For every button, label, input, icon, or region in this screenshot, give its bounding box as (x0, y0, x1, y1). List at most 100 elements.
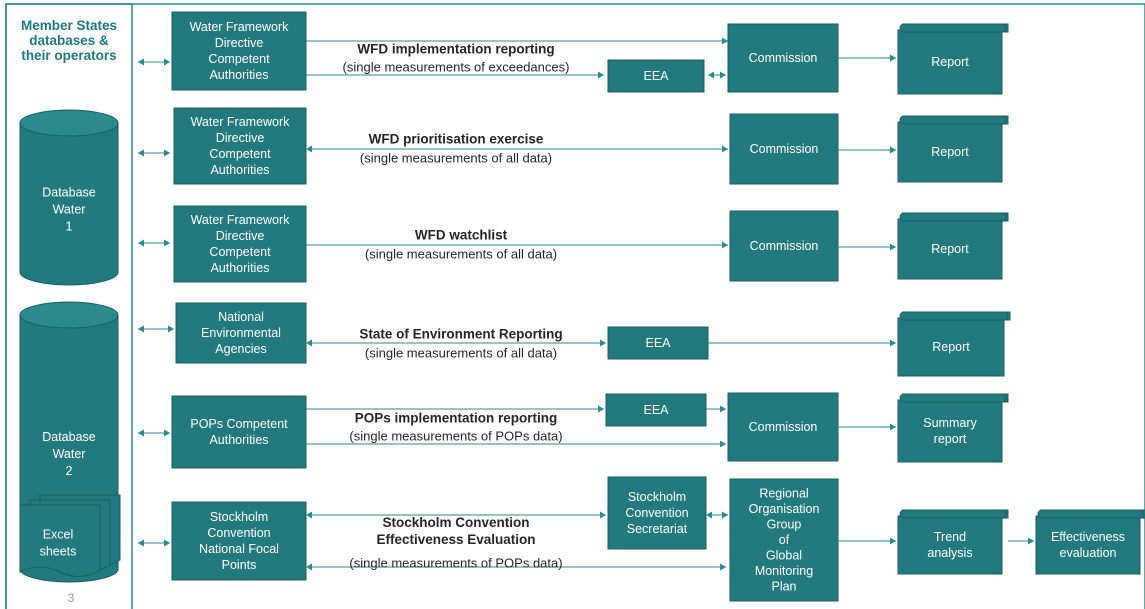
row3-authority-box-label: Competent (209, 245, 271, 259)
row2-authority-box-label: Water Framework (191, 115, 291, 129)
row3-arrow-head (722, 241, 728, 249)
row6-trend-scroll (897, 509, 1009, 575)
row5-eea-box-label: EEA (643, 403, 669, 417)
row4-db-arrow-head (168, 325, 174, 333)
row1-report-scroll (897, 23, 1009, 95)
row6-authority-box-label: Points (222, 558, 257, 572)
row3-db-arrow-tail (138, 239, 144, 247)
row3-authority-box-label: Directive (216, 229, 265, 243)
excel-sheets-label: Excel (43, 528, 74, 542)
excel-sheet-front (19, 504, 101, 577)
row1-authority-box-label: Directive (215, 36, 264, 50)
row6-trend-scroll-top (899, 509, 1007, 519)
row5-commission-box-label: Commission (749, 420, 818, 434)
row6-title: Effectiveness Evaluation (376, 532, 535, 547)
database-water-1-label: Water (53, 203, 86, 217)
database-water-1-label: 1 (66, 220, 73, 234)
row4-authority-box-label: National (218, 310, 264, 324)
database-water-1-top (19, 109, 119, 137)
row3-authority-box-label: Water Framework (191, 213, 291, 227)
row1-top-arrow-head (722, 37, 728, 45)
row6-secretariat-arrow-head (722, 511, 728, 519)
row6-eval-scroll-label: Effectiveness (1051, 530, 1125, 544)
row4-db-arrow-tail (138, 325, 144, 333)
row6-authority-box-label: National Focal (199, 542, 279, 556)
row1-eea-arrow-tail (708, 71, 714, 79)
row2-commission-box-label: Commission (750, 142, 819, 156)
row6-rogmp-box-label: Global (766, 549, 802, 563)
row3-db-arrow-head (164, 239, 170, 247)
row1-authority-box-label: Water Framework (190, 20, 290, 34)
row2-commission-box (729, 113, 839, 185)
row2-db-arrow-tail (138, 149, 144, 157)
row3-commission-box-label: Commission (750, 239, 819, 253)
row5-report-scroll-label: Summary (923, 416, 977, 430)
row2-arrow-tail (306, 145, 312, 153)
row5-authority-box-label: Authorities (209, 433, 268, 447)
row6-secretariat-box-label: Convention (625, 506, 688, 520)
row1-title: WFD implementation reporting (357, 42, 554, 57)
row6-bottom-arrow-head (720, 563, 726, 571)
row3-report-scroll-label: Report (931, 242, 969, 256)
row6-secretariat-arrow-tail (706, 511, 712, 519)
row6-trend-arrow-head (890, 537, 896, 545)
row5-title: POPs implementation reporting (355, 411, 558, 426)
row1-authority-box-label: Competent (208, 52, 270, 66)
row3-report-scroll-top (899, 212, 1007, 222)
row3-authority-box-label: Authorities (210, 261, 269, 275)
row4-arrow-tail (306, 339, 312, 347)
row6-bottom-arrow-tail (306, 563, 312, 571)
left-panel-title: their operators (21, 48, 116, 63)
row5-report-scroll (897, 393, 1009, 463)
row2-subtitle: (single measurements of all data) (360, 151, 552, 166)
row6-trend-scroll-body (897, 515, 1003, 575)
row6-secretariat-box-label: Stockholm (628, 490, 686, 504)
row4-authority-box-label: Environmental (201, 326, 281, 340)
row6-db-arrow-tail (138, 539, 144, 547)
row3-authority-box (173, 205, 307, 283)
row6-subtitle: (single measurements of POPs data) (349, 556, 562, 571)
row1-db-arrow-head (164, 58, 170, 66)
row1-eea-box-label: EEA (643, 69, 669, 83)
row3-report-scroll (897, 212, 1009, 280)
row4-authority-box-label: Agencies (215, 342, 266, 356)
row5-bottom-arrow-head (720, 440, 726, 448)
database-water-2-top (19, 301, 119, 329)
row1-eea-arrow-head (720, 71, 726, 79)
row2-arrow-head (722, 145, 728, 153)
row5-eea-box (605, 393, 707, 427)
row6-eval-scroll-label: evaluation (1060, 546, 1117, 560)
row1-subtitle: (single measurements of exceedances) (343, 60, 570, 75)
row1-report-scroll-label: Report (931, 55, 969, 69)
row6-trend-scroll-label: analysis (927, 546, 972, 560)
row5-top-head (598, 405, 604, 413)
row1-authority-box (171, 11, 307, 91)
row6-rogmp-box-label: Regional (759, 487, 808, 501)
row6-top-arrow-head (600, 511, 606, 519)
row6-eval-arrow-head (1028, 537, 1034, 545)
row2-authority-box-label: Competent (209, 147, 271, 161)
row5-db-arrow-tail (138, 429, 144, 437)
row4-arrow-head (600, 339, 606, 347)
row6-rogmp-box-label: Monitoring (755, 564, 813, 578)
left-panel-frame (5, 3, 133, 609)
row1-commission-box (727, 23, 839, 93)
row2-db-arrow-head (164, 149, 170, 157)
row5-authority-box (171, 395, 307, 469)
row6-eval-scroll-top (1037, 509, 1145, 519)
row1-authority-box-label: Authorities (209, 68, 268, 82)
row3-title: WFD watchlist (415, 228, 508, 243)
row4-authority-box (175, 302, 307, 364)
row1-eea-box (607, 59, 705, 93)
row5-db-arrow-head (164, 429, 170, 437)
row6-rogmp-box (729, 478, 839, 602)
row1-report-scroll-top (899, 23, 1007, 33)
row6-authority-box-label: Stockholm (210, 510, 268, 524)
row2-report-scroll-top (899, 115, 1007, 125)
row6-rogmp-box-label: Plan (771, 580, 796, 594)
row3-subtitle: (single measurements of all data) (365, 247, 557, 262)
row4-report-scroll-top (899, 311, 1009, 321)
row6-rogmp-box-label: Group (767, 518, 802, 532)
row6-title: Stockholm Convention (382, 515, 529, 530)
database-water-1-label: Database (42, 186, 96, 200)
